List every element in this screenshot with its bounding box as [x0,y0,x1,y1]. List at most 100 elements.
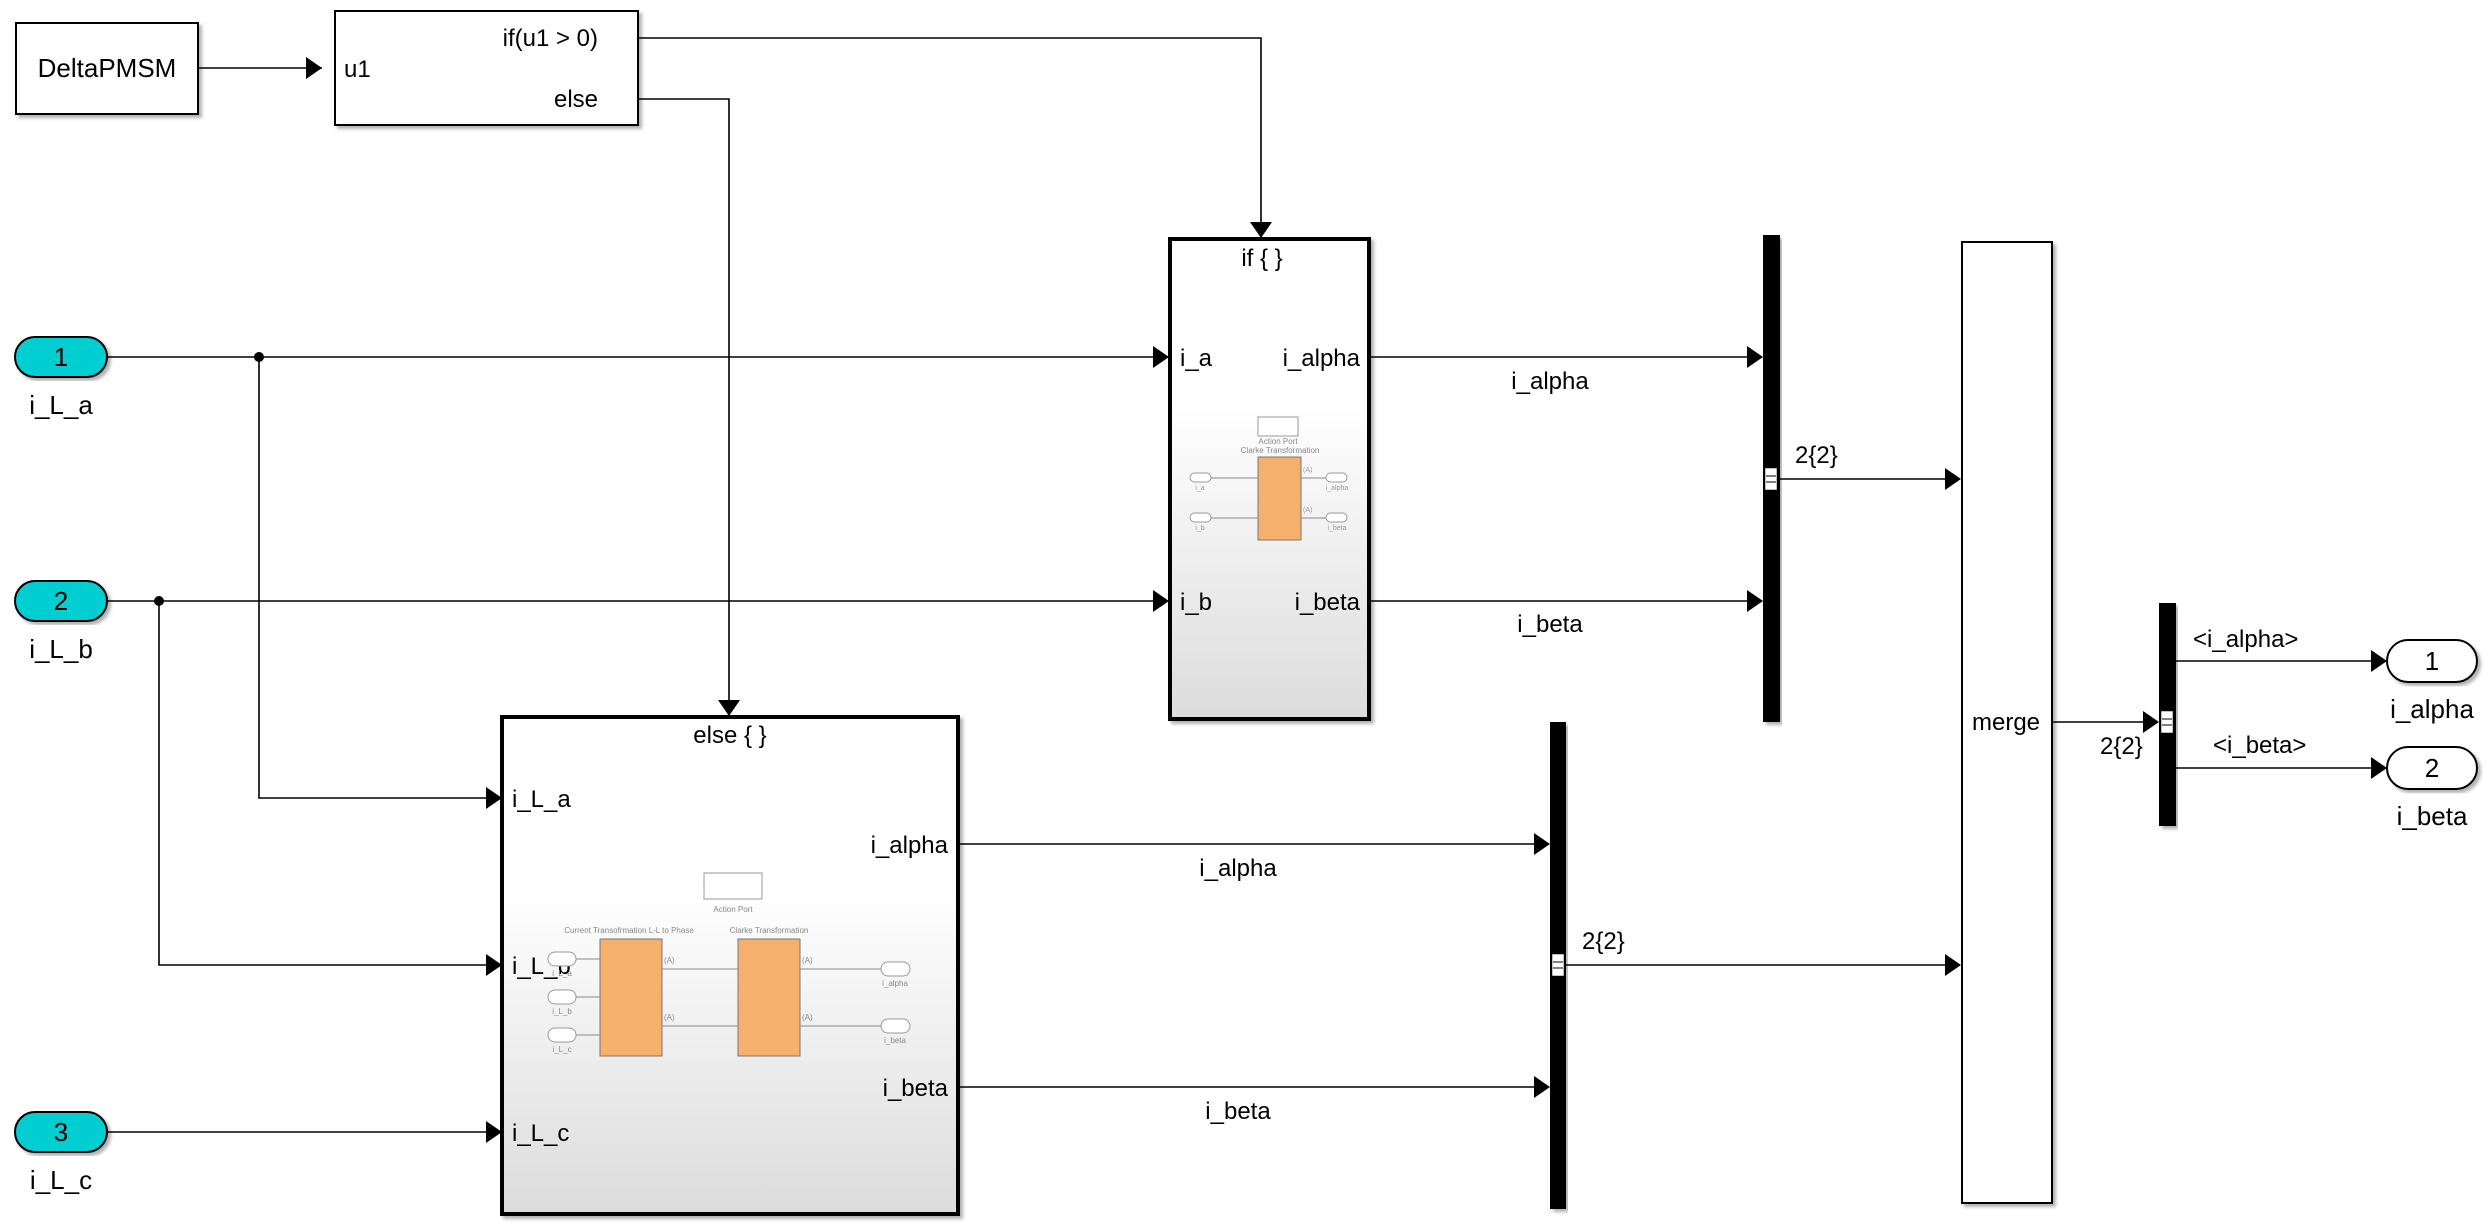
bus-icon [2160,710,2174,734]
inport-1-shape[interactable] [14,336,108,378]
preview-inport [547,989,577,1005]
merge-label: merge [1972,709,2040,736]
arrow-icon [1747,590,1763,612]
preview-outport [1325,472,1348,483]
signal-label-demux-alpha: <i_alpha> [2193,626,2298,653]
arrow-icon [1534,833,1550,855]
preview-signal-tag: (A) [664,956,675,965]
if-subsystem-title: if { } [1241,245,1282,272]
signal-label-if-beta: i_beta [1517,611,1583,638]
inport-2-name: i_L_b [29,634,93,664]
if-subsystem-output-alpha: i_alpha [1283,345,1361,372]
preview-signal-tag: (A) [664,1013,675,1022]
arrow-icon [2371,650,2387,672]
outport-2-shape[interactable] [2386,746,2478,790]
preview-outport-label: i_beta [884,1036,906,1045]
preview-inport [547,1027,577,1043]
preview-block-label: Clarke Transformation [1241,446,1320,455]
arrow-icon [486,787,502,809]
inport-2[interactable]: 2 i_L_b [14,580,108,664]
signal-label-mux2-out: 2{2} [1582,928,1625,955]
inport-1-name: i_L_a [29,390,93,420]
preview-wires [576,958,881,1036]
preview-outport [880,1018,911,1034]
outport-2-name: i_beta [2397,801,2468,831]
preview-inport-label: i_L_c [552,1045,571,1054]
preview-ll-to-phase-block [599,938,663,1057]
arrow-icon [2371,757,2387,779]
bus-icon-lines [1766,475,1776,483]
outport-2[interactable]: 2 i_beta [2386,746,2478,831]
signal-label-mux1-out: 2{2} [1795,442,1838,469]
arrow-icon [718,700,740,716]
preview-action-port [703,872,763,900]
preview-inport-label: i_a [1195,485,1204,492]
else-action-subsystem[interactable]: else { } i_L_a i_L_b i_L_c i_alpha i_bet… [500,715,960,1216]
delta-pmsm-rect[interactable] [15,22,199,115]
bus-icon [1551,953,1565,977]
wire-else-action[interactable] [638,98,730,700]
preview-action-port-label: Action Port [713,905,753,914]
else-subsystem-input-ila: i_L_a [512,786,571,813]
preview-outport [880,961,911,977]
if-condition-rect[interactable] [334,10,639,126]
preview-outport-label: i_alpha [1326,485,1349,492]
bus-icon-lines [2162,718,2172,726]
inport-3-name: i_L_c [30,1165,92,1195]
wire-ila-to-else[interactable] [258,357,486,799]
preview-inport-label: i_L_a [552,969,572,978]
wires [107,37,2371,1133]
preview-inport-label: i_L_b [552,1007,572,1016]
inport-3-shape[interactable] [14,1111,108,1153]
merge-block[interactable]: merge [1961,241,2053,1204]
if-subsystem-input-ia: i_a [1180,345,1213,372]
outport-1[interactable]: 1 i_alpha [2386,639,2478,724]
outport-1-number: 1 [2425,646,2439,676]
else-output-label: else [554,86,598,113]
if-subsystem-output-beta: i_beta [1295,589,1361,616]
preview-signal-tag: (A) [1303,467,1312,474]
inport-2-shape[interactable] [14,580,108,622]
outport-1-name: i_alpha [2390,694,2474,724]
arrow-icon [1250,222,1272,238]
if-output-label: if(u1 > 0) [503,25,598,52]
delta-pmsm-block[interactable]: DeltaPMSM [15,22,199,115]
preview-clarke-block [737,938,801,1057]
else-subsystem-output-beta: i_beta [883,1075,949,1102]
inport-1[interactable]: 1 i_L_a [14,336,108,420]
demux-block[interactable] [2159,603,2176,826]
outport-1-shape[interactable] [2386,639,2478,683]
inport-2-number: 2 [54,586,68,616]
arrow-icon [306,57,322,79]
inport-3[interactable]: 3 i_L_c [14,1111,108,1195]
arrow-icon [486,954,502,976]
arrow-icon [1153,346,1169,368]
delta-pmsm-label: DeltaPMSM [38,53,177,83]
if-action-subsystem[interactable]: if { } i_a i_b i_alpha i_beta Action Por… [1168,237,1371,721]
preview-wires [1211,477,1326,519]
inport-3-number: 3 [54,1117,68,1147]
preview-block1-label: Current Transofrmation L-L to Phase [564,926,694,935]
signal-label-else-beta: i_beta [1205,1098,1271,1125]
merge-rect[interactable] [1961,241,2053,1204]
if-condition-block[interactable]: u1 if(u1 > 0) else [334,10,639,126]
else-subsystem-output-alpha: i_alpha [871,832,949,859]
mux-if[interactable] [1763,235,1780,722]
bus-icon-lines [1553,961,1563,969]
preview-signal-tag: (A) [802,1013,813,1022]
preview-clarke-block [1257,456,1302,541]
preview-signal-tag: (A) [802,956,813,965]
wire-if-action[interactable] [638,37,1262,222]
mux-else[interactable] [1550,722,1566,1209]
preview-outport [1325,512,1348,523]
preview-inport [1189,512,1212,523]
signal-labels: i_alpha i_beta i_alpha i_beta 2{2} 2{2} … [1199,368,2306,1125]
preview-outport-label: i_alpha [882,979,908,988]
wire-ilb-to-else[interactable] [158,601,486,966]
preview-action-port-label: Action Port [1258,437,1298,446]
else-subsystem-preview: Action Port Current Transofrmation L-L t… [547,872,911,1057]
arrow-icon [486,1121,502,1143]
if-subsystem-preview: Action Port Clarke Transformation i_a i_… [1189,416,1349,541]
bus-icon [1764,467,1778,491]
